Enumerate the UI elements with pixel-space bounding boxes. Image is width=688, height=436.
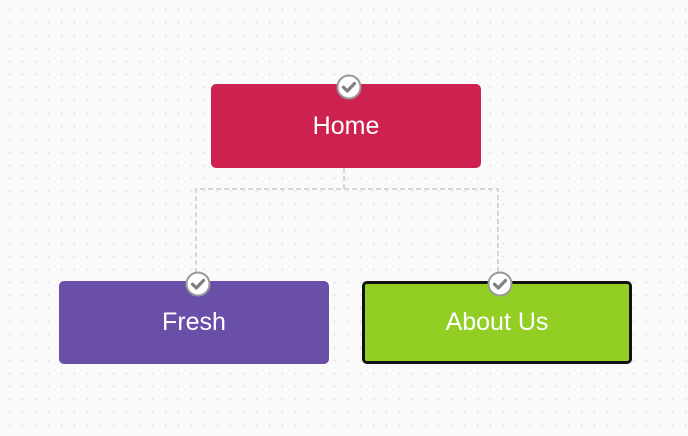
connector-home-fresh — [195, 168, 345, 272]
node-fresh-label: Fresh — [162, 308, 226, 336]
node-home-label: Home — [312, 111, 380, 140]
check-circle-icon[interactable] — [487, 271, 513, 297]
connector-home-about-us — [344, 188, 499, 272]
node-fresh[interactable]: Fresh — [59, 281, 329, 364]
node-about-us-label: About Us — [445, 308, 549, 336]
check-circle-icon[interactable] — [185, 271, 211, 297]
check-circle-icon[interactable] — [336, 74, 362, 100]
